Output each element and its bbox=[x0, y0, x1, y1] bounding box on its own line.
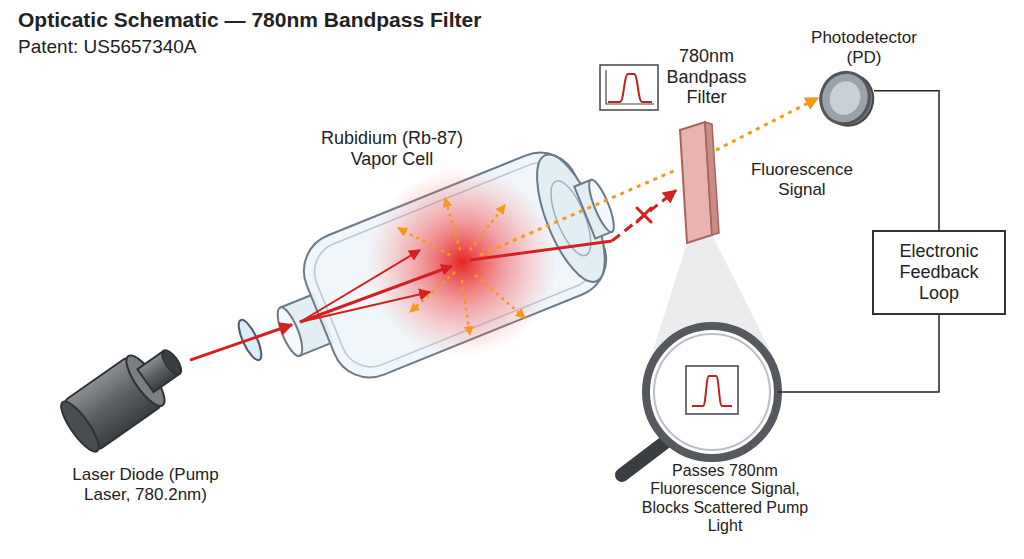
box-label: Electronic Feedback Loop bbox=[882, 241, 996, 303]
fluorescence-ray bbox=[480, 170, 676, 255]
filter-edge bbox=[705, 122, 719, 235]
part-label: Photodetector (PD) bbox=[804, 28, 924, 67]
part-label: Laser Diode (Pump Laser, 780.2nm) bbox=[53, 465, 238, 504]
magnifier bbox=[622, 326, 778, 475]
photodetector: Photodetector (PD) bbox=[818, 74, 874, 122]
pump-beam-arrow bbox=[190, 325, 292, 360]
fluorescence-glow bbox=[367, 167, 557, 357]
vapor-cell-body bbox=[254, 134, 636, 405]
part-label: Rubidium (Rb-87) Vapor Cell bbox=[317, 128, 467, 169]
diagram-title: Opticatic Schematic — 780nm Bandpass Fil… bbox=[18, 8, 481, 32]
scatter-arrows-part bbox=[475, 275, 525, 318]
signal-wire bbox=[874, 91, 939, 230]
photodetector-disk-part bbox=[825, 77, 865, 119]
scatter-arrows-part bbox=[470, 205, 505, 250]
bandpass-icon-part bbox=[600, 65, 658, 110]
patent-number: Patent: US5657340A bbox=[18, 36, 197, 58]
control-wire bbox=[778, 315, 939, 392]
bandpass-icon-part bbox=[606, 70, 654, 104]
magnifier-part bbox=[646, 326, 778, 458]
scatter-arrows-part bbox=[445, 198, 460, 250]
pump-ray bbox=[300, 250, 420, 322]
laser-diode-body-part bbox=[55, 397, 104, 456]
bandpass-icon bbox=[600, 65, 658, 110]
vapor-cell-body-part bbox=[585, 177, 619, 234]
vapor-cell: Rubidium (Rb-87) Vapor Cell bbox=[292, 185, 612, 400]
laser-diode-body-part bbox=[159, 347, 185, 377]
blocked-pump-arrow bbox=[612, 190, 676, 241]
feedback-loop-box: Electronic Feedback Loop bbox=[872, 230, 1006, 315]
edge-label: Fluorescence Signal bbox=[742, 160, 862, 199]
photodetector-disk-part bbox=[814, 65, 877, 130]
vapor-cell-body-part bbox=[273, 305, 307, 359]
scatter-arrows-part bbox=[398, 228, 450, 255]
laser-diode-body bbox=[55, 334, 193, 456]
magnifier-part bbox=[654, 334, 770, 450]
magnifier-callout: Passes 780nm Fluorescence Signal, Blocks… bbox=[646, 326, 778, 458]
photodetector-disk bbox=[814, 65, 881, 132]
scatter-arrows bbox=[398, 198, 525, 335]
bandpass-icon-part bbox=[608, 74, 652, 102]
magnifier-part bbox=[686, 366, 738, 414]
part-label: 780nm Bandpass Filter bbox=[659, 46, 754, 108]
laser-diode: Laser Diode (Pump Laser, 780.2nm) bbox=[60, 340, 190, 452]
magnifier-part bbox=[622, 440, 668, 475]
pump-beam bbox=[300, 266, 452, 322]
bandpass-filter: 780nm Bandpass Filter bbox=[676, 122, 716, 244]
pump-ray bbox=[300, 292, 430, 322]
magnifier-part bbox=[692, 376, 732, 406]
scatter-arrows-part bbox=[462, 280, 470, 335]
part-label: Passes 780nm Fluorescence Signal, Blocks… bbox=[639, 462, 811, 536]
scatter-arrows-part bbox=[410, 272, 455, 312]
fluorescence-arrow bbox=[716, 98, 818, 150]
